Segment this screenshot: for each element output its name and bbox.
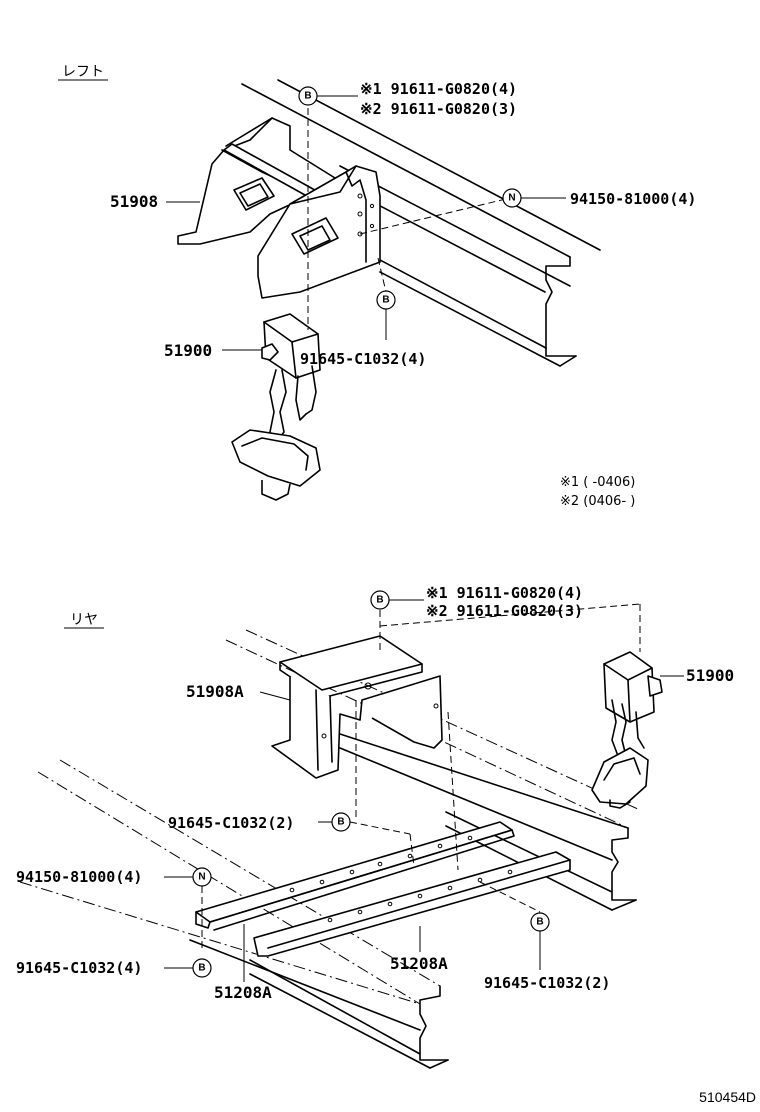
svg-text:B: B (376, 595, 383, 606)
carrier-51900-bottom-illustration (591, 651, 663, 809)
label-rail-left: 51208A (214, 983, 272, 1002)
dashed-leaders-bottom (201, 603, 641, 950)
svg-text:B: B (198, 963, 205, 974)
callout-bolt-right-bottom: B (530, 912, 550, 970)
label-bolt-right-bottom: 91645-C1032(2) (484, 974, 610, 992)
label-bracket-51908A: 51908A (186, 682, 244, 701)
callout-bolt-mid: B (318, 812, 351, 832)
section-label-left: レフト (62, 64, 104, 80)
svg-text:B: B (337, 817, 344, 828)
label-bolt-bottom-line1: ※1 91611-G0820(4) (426, 584, 583, 602)
callout-nut-top: N (502, 188, 566, 208)
svg-text:B: B (304, 91, 311, 102)
callout-nut-bottom: N (164, 867, 212, 887)
label-bolt-top-line2: ※2 91611-G0820(3) (360, 100, 517, 118)
callout-bolt-left-bottom: B (164, 958, 212, 978)
bracket-51908A-illustration (271, 635, 443, 779)
leader-bracket-51908A (259, 691, 291, 701)
frame-rail-bottom-right (225, 629, 641, 911)
label-bolt-mid: 91645-C1032(2) (168, 814, 294, 832)
label-bolt-left-bottom: 91645-C1032(4) (16, 959, 142, 977)
section-label-rear: リヤ (70, 612, 98, 628)
label-rail-right: 51208A (390, 954, 448, 973)
diagram-code: 510454D (699, 1089, 756, 1105)
dashed-leaders-top (307, 108, 511, 330)
carrier-51900-top-illustration (231, 313, 321, 501)
svg-text:N: N (198, 872, 205, 883)
svg-text:N: N (508, 193, 515, 204)
callout-bolt-top: B (298, 86, 358, 106)
svg-text:B: B (382, 295, 389, 306)
label-carrier-top: 51900 (164, 341, 212, 360)
note-2: ※2 (0406- ) (560, 494, 635, 509)
label-bracket-51908: 51908 (110, 192, 158, 211)
crossmember-rails-illustration (195, 821, 571, 957)
label-bolt2-top: 91645-C1032(4) (300, 350, 426, 368)
frame-rail-bottom-left (19, 759, 449, 1069)
svg-text:B: B (536, 917, 543, 928)
label-nut-top: 94150-81000(4) (570, 190, 696, 208)
label-carrier-bottom: 51900 (686, 666, 734, 685)
note-1: ※1 ( -0406) (560, 475, 635, 490)
label-bolt-top-line1: ※1 91611-G0820(4) (360, 80, 517, 98)
bracket-51908-illustration (177, 117, 381, 299)
callout-bolt2-top: B (376, 290, 396, 340)
label-nut-bottom: 94150-81000(4) (16, 868, 142, 886)
label-bolt-bottom-line2: ※2 91611-G0820(3) (426, 602, 583, 620)
callout-bolt-bottom: B (370, 590, 424, 610)
